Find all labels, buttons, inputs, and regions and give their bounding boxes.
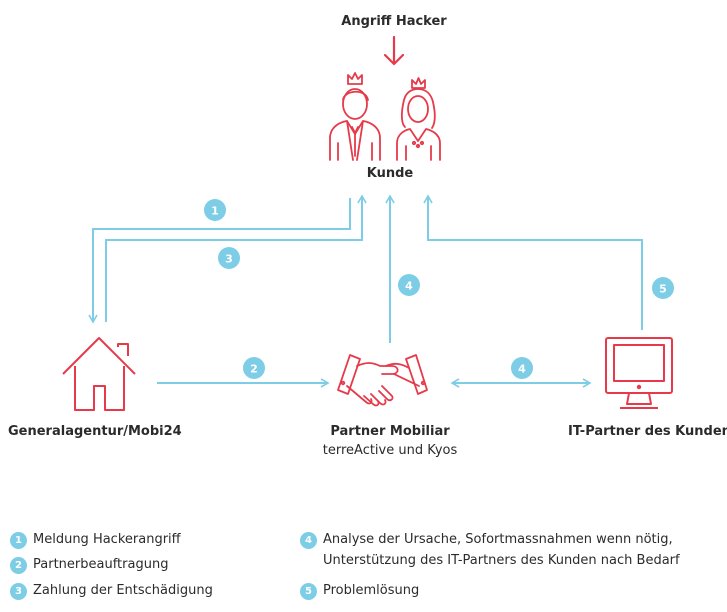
- legend-badge: 5: [300, 583, 317, 600]
- handshake-icon: [337, 354, 428, 407]
- house-icon: [62, 337, 136, 411]
- arrow-1: [88, 198, 351, 324]
- flow-arrows: [88, 194, 643, 388]
- partner-title: Partner Mobiliar: [330, 424, 450, 439]
- badge-4-vertical: 4: [398, 274, 420, 296]
- badge-2: 2: [243, 357, 265, 379]
- itpartner-label: IT-Partner des Kunden: [568, 424, 727, 439]
- hacker-attack-label: Angriff Hacker: [341, 14, 447, 29]
- svg-text:1: 1: [211, 205, 219, 218]
- legend-item-2: 2 Partnerbeauftragung: [10, 557, 168, 574]
- badge-5: 5: [652, 277, 674, 299]
- legend-item-3: 3 Zahlung der Entschädigung: [10, 583, 213, 600]
- customer-label: Kunde: [366, 166, 414, 181]
- agency-label: Generalagentur/Mobi24: [8, 424, 182, 439]
- legend-item-1: 1 Meldung Hackerangriff: [10, 532, 181, 549]
- legend-text: Problemlösung: [323, 583, 420, 598]
- customer-couple-icon: [329, 72, 441, 161]
- partner-subtitle: terreActive und Kyos: [322, 443, 458, 458]
- legend-text: Partnerbeauftragung: [33, 557, 169, 572]
- legend-text: Meldung Hackerangriff: [33, 532, 181, 547]
- badge-1: 1: [204, 199, 226, 221]
- legend-item-5: 5 Problemlösung: [300, 583, 419, 600]
- computer-monitor-icon: [605, 337, 673, 409]
- legend-badge: 4: [300, 532, 317, 549]
- badge-4-horizontal: 4: [511, 357, 533, 379]
- arrow-down-icon: [383, 35, 405, 66]
- svg-text:3: 3: [225, 253, 233, 266]
- legend-item-4: 4 Analyse der Ursache, Sofortmassnahmen …: [300, 532, 680, 569]
- svg-text:4: 4: [518, 363, 526, 376]
- legend-text-line1: Analyse der Ursache, Sofortmassnahmen we…: [323, 532, 673, 547]
- arrow-5: [423, 194, 643, 330]
- legend-text: Zahlung der Entschädigung: [33, 583, 213, 598]
- legend-badge: 3: [10, 583, 27, 600]
- svg-text:4: 4: [405, 280, 413, 293]
- legend-text-line2: Unterstützung des IT-Partners des Kunden…: [323, 553, 680, 568]
- legend-badge: 2: [10, 557, 27, 574]
- svg-text:2: 2: [250, 363, 258, 376]
- arrow-3: [105, 194, 367, 322]
- legend-badge: 1: [10, 532, 27, 549]
- badge-3: 3: [218, 247, 240, 269]
- svg-text:5: 5: [659, 283, 667, 296]
